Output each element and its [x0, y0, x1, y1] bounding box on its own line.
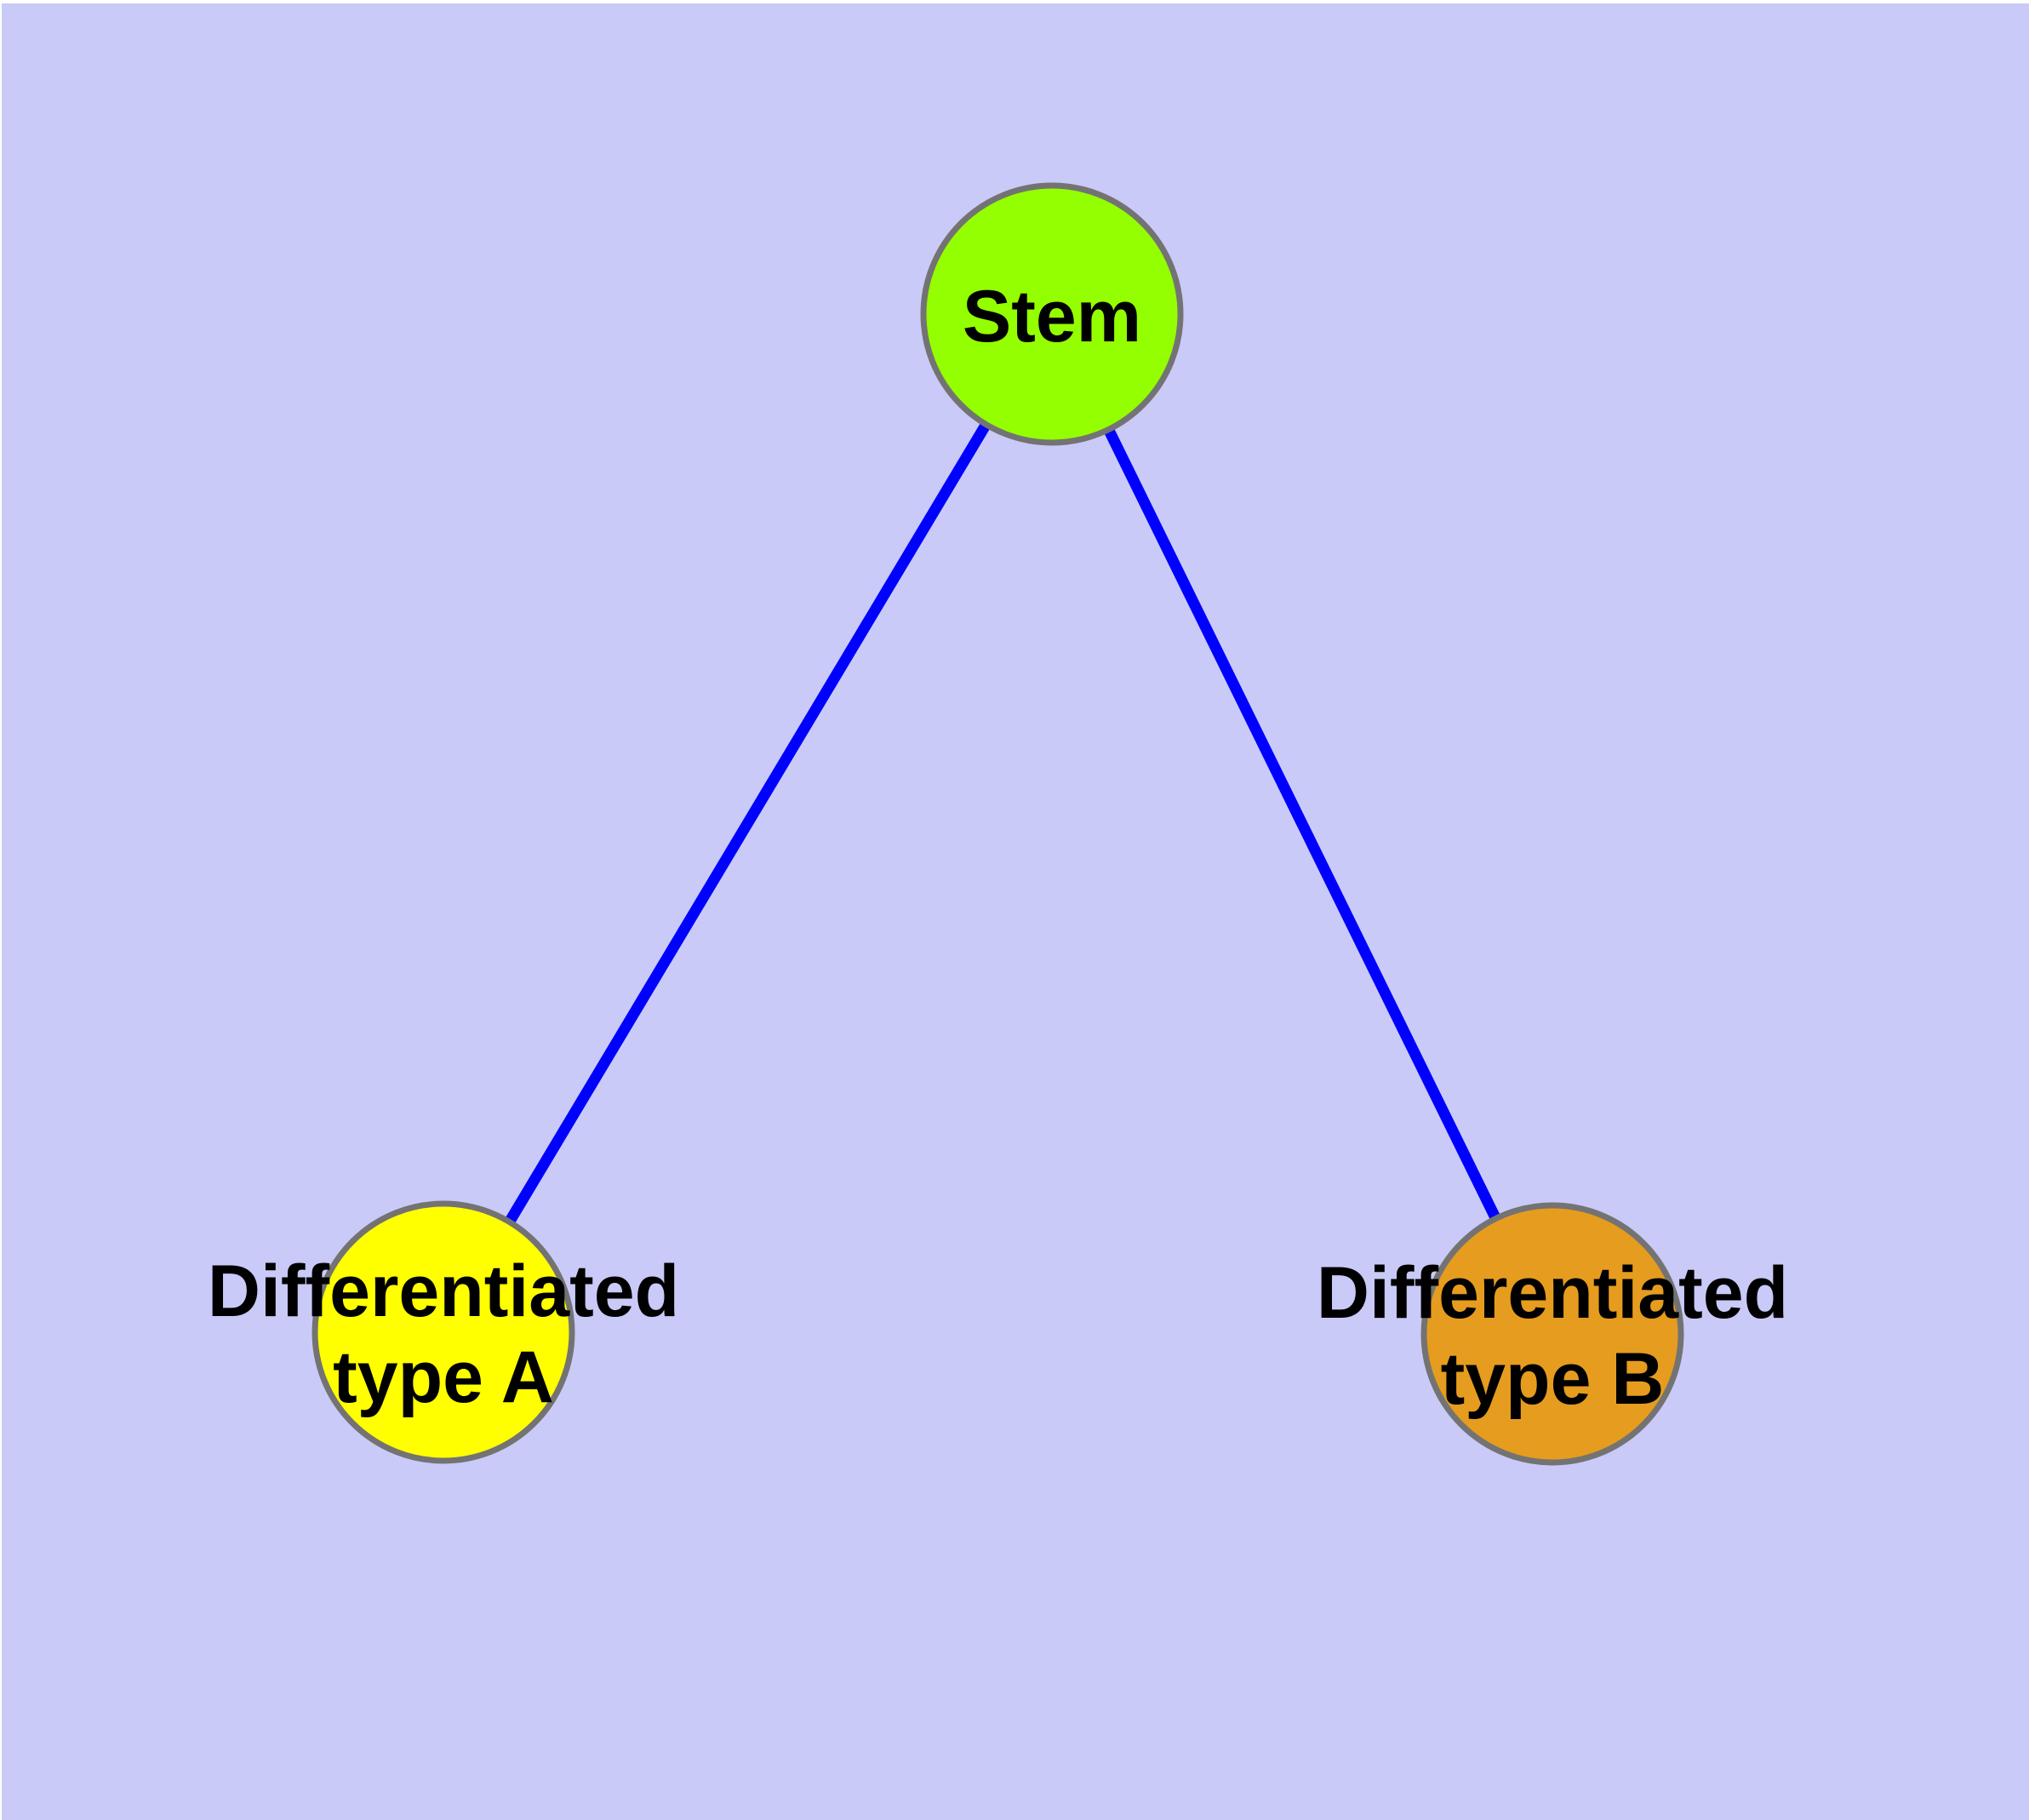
node-differentiated-type-b-label-line2: type B [1441, 1338, 1665, 1420]
node-stem [920, 182, 1184, 446]
edge-stem-to-type-a [437, 308, 1058, 1338]
node-differentiated-type-a-label-line1: Differentiated [208, 1251, 679, 1332]
node-differentiated-type-b-label-line1: Differentiated [1317, 1252, 1788, 1334]
node-stem-label: Stem [963, 276, 1141, 358]
node-differentiated-type-a [311, 1200, 575, 1464]
node-differentiated-type-b [1420, 1202, 1684, 1466]
node-differentiated-type-a-label-line2: type A [333, 1336, 554, 1418]
edge-stem-to-type-b [1046, 308, 1558, 1340]
